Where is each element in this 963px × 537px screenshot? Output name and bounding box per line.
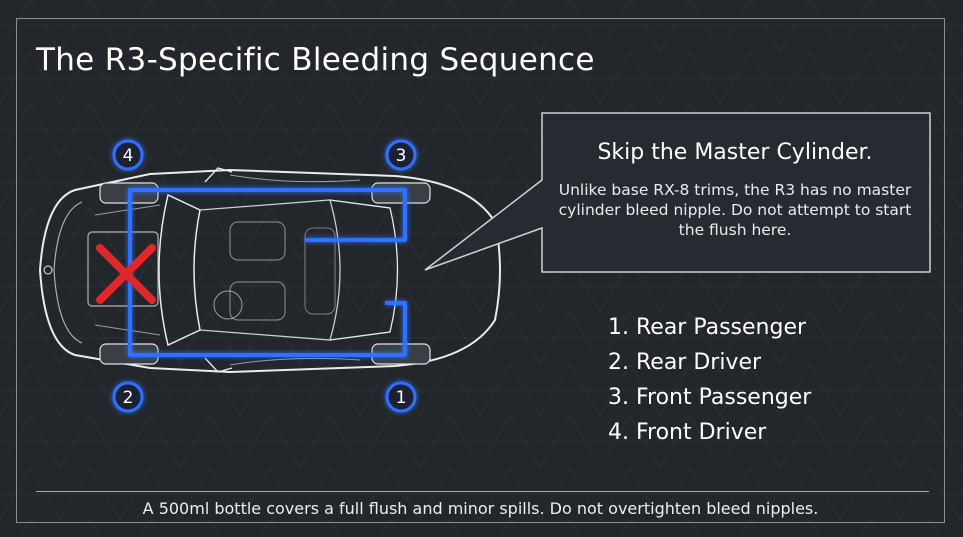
step-item: 3. Front Passenger	[608, 385, 812, 410]
footer-divider	[36, 491, 929, 492]
red-x-icon	[96, 244, 156, 304]
step-item: 2. Rear Driver	[608, 350, 762, 375]
step-item: 4. Front Driver	[608, 420, 767, 445]
bleeding-steps-list: 1. Rear Passenger 2. Rear Driver 3. Fron…	[608, 310, 811, 450]
wheels	[99, 182, 431, 365]
page-title: The R3-Specific Bleeding Sequence	[36, 42, 595, 78]
badge-rear-passenger: 1	[385, 381, 417, 413]
outer-frame	[16, 18, 945, 523]
brake-line-path	[128, 188, 407, 357]
callout-bubble	[424, 112, 931, 273]
mazda-logo-icon	[43, 265, 53, 275]
callout-heading: Skip the Master Cylinder.	[597, 140, 873, 165]
badge-rear-driver: 2	[112, 381, 144, 413]
svg-text:1: 1	[396, 388, 407, 408]
svg-text:2: 2	[123, 388, 134, 408]
badge-front-passenger: 3	[385, 139, 417, 171]
svg-text:3: 3	[396, 146, 407, 166]
footer-note: A 500ml bottle covers a full flush and m…	[142, 499, 819, 518]
car-outline	[38, 167, 501, 374]
step-item: 1. Rear Passenger	[608, 315, 807, 340]
callout-body: Unlike base RX-8 trims, the R3 has no ma…	[558, 181, 912, 239]
badge-front-driver: 4	[112, 139, 144, 171]
svg-text:4: 4	[123, 146, 134, 166]
